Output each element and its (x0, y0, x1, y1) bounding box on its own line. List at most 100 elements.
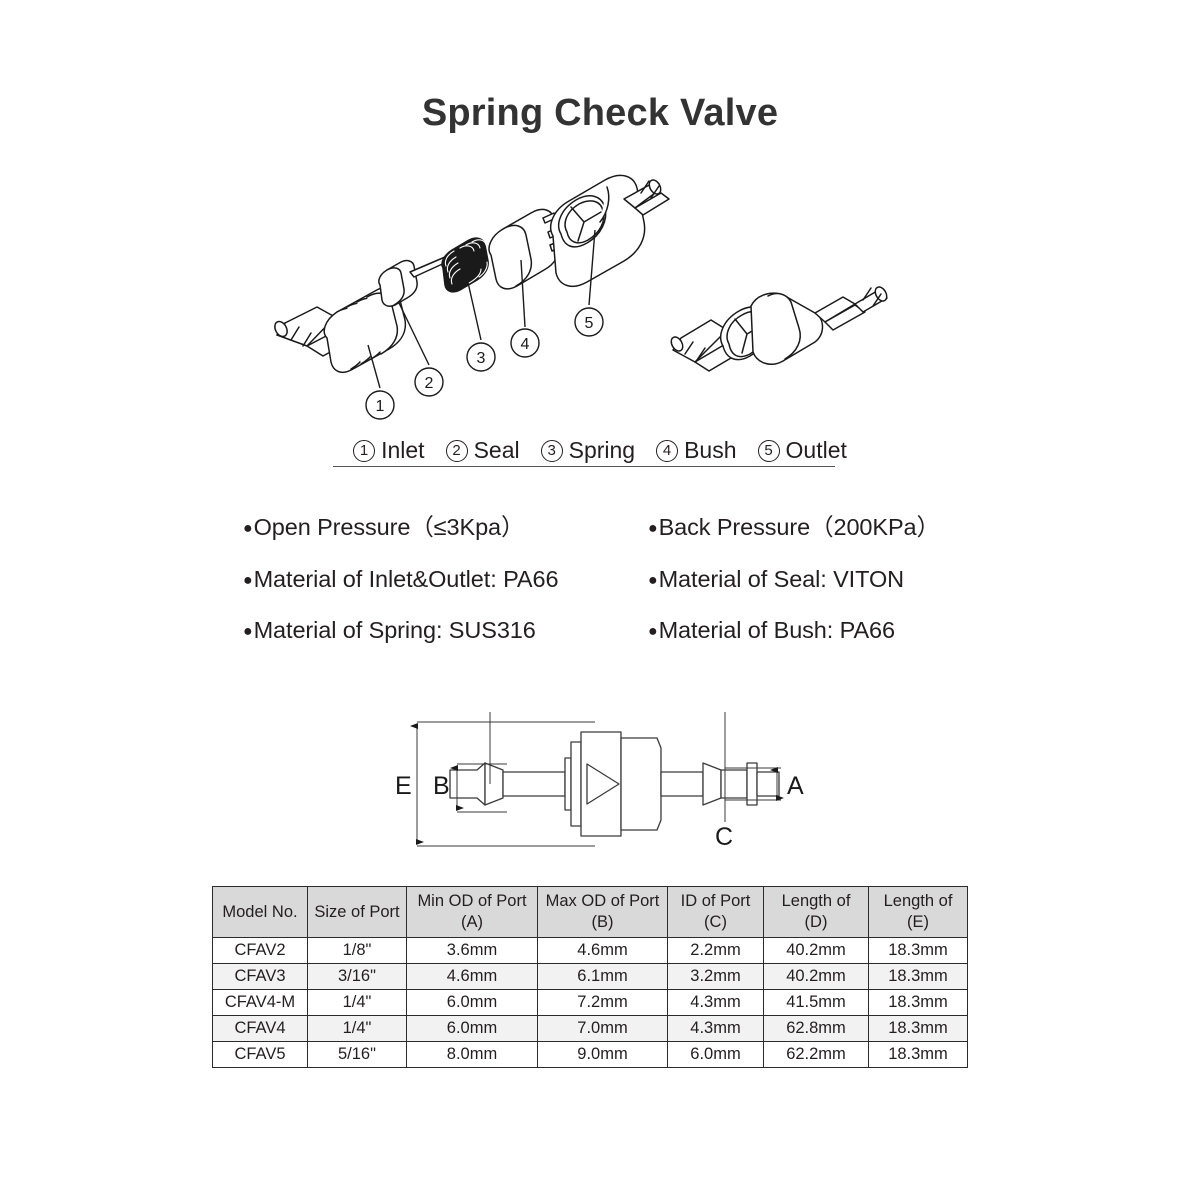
spec-material-inlet-outlet: ●Material of Inlet&Outlet: PA66 (243, 566, 559, 592)
cell-length-e: 18.3mm (868, 989, 968, 1016)
cell-max-od: 7.2mm (537, 989, 668, 1016)
parts-legend: 1 Inlet 2 Seal 3 Spring 4 Bush 5 Outlet (0, 437, 1200, 464)
dimension-label-b: B (433, 772, 450, 800)
spec-back-pressure: ●Back Pressure（200KPa） (648, 514, 940, 540)
spec-material-seal: ●Material of Seal: VITON (648, 566, 904, 592)
column-header-max-od: Max OD of Port (B) (537, 886, 668, 938)
cell-model: CFAV3 (212, 963, 308, 990)
legend-number-2: 2 (445, 439, 468, 462)
cell-size: 3/16" (307, 963, 407, 990)
cell-max-od: 9.0mm (537, 1041, 668, 1068)
cell-id: 4.3mm (667, 1015, 764, 1042)
cell-size: 5/16" (307, 1041, 407, 1068)
legend-number-1: 1 (353, 439, 376, 462)
cell-min-od: 8.0mm (406, 1041, 538, 1068)
spec-material-spring: ●Material of Spring: SUS316 (243, 617, 536, 643)
spec-open-pressure: ●Open Pressure（≤3Kpa） (243, 514, 525, 540)
part-inlet-graphic (274, 286, 407, 373)
dimension-label-e: E (395, 772, 412, 800)
legend-label-inlet: Inlet (381, 437, 425, 463)
column-header-length-d: Length of (D) (763, 886, 869, 938)
part-outlet-graphic (549, 174, 670, 288)
cell-min-od: 4.6mm (406, 963, 538, 990)
cell-length-d: 40.2mm (763, 963, 869, 990)
bullet-icon: ● (648, 572, 658, 589)
dimension-drawing-svg: E B A C (395, 712, 804, 851)
cell-min-od: 6.0mm (406, 1015, 538, 1042)
bullet-icon: ● (243, 572, 253, 589)
cell-max-od: 7.0mm (537, 1015, 668, 1042)
legend-label-outlet: Outlet (785, 437, 847, 463)
callout-number-4: 4 (521, 336, 530, 353)
legend-item-seal: 2 Seal (445, 437, 520, 464)
column-header-size-of-port: Size of Port (307, 886, 407, 938)
callout-number-5: 5 (585, 315, 594, 332)
callout-number-1: 1 (376, 398, 385, 415)
assembled-valve-svg (670, 286, 888, 372)
column-header-length-e: Length of (E) (868, 886, 968, 938)
cell-model: CFAV5 (212, 1041, 308, 1068)
table-row: CFAV3 3/16" 4.6mm 6.1mm 3.2mm 40.2mm 18.… (212, 963, 968, 990)
exploded-view-svg (274, 174, 670, 373)
legend-number-4: 4 (656, 439, 679, 462)
callout-svg: 1 2 3 4 5 (365, 229, 604, 420)
dimension-drawing: E B A C (395, 700, 815, 855)
legend-number-5: 5 (757, 439, 780, 462)
legend-label-spring: Spring (568, 437, 636, 463)
part-spring-graphic (441, 237, 489, 293)
legend-label-bush: Bush (684, 437, 737, 463)
specifications-list: ●Open Pressure（≤3Kpa） ●Back Pressure（200… (243, 508, 963, 644)
bullet-icon: ● (243, 520, 253, 537)
cell-min-od: 6.0mm (406, 989, 538, 1016)
column-header-id-of-port: ID of Port (C) (667, 886, 764, 938)
callout-number-2: 2 (425, 375, 434, 392)
cell-size: 1/4" (307, 1015, 407, 1042)
cell-length-e: 18.3mm (868, 963, 968, 990)
cell-model: CFAV2 (212, 937, 308, 964)
cell-id: 2.2mm (667, 937, 764, 964)
cell-length-d: 62.8mm (763, 1015, 869, 1042)
table-row: CFAV4 1/4" 6.0mm 7.0mm 4.3mm 62.8mm 18.3… (212, 1015, 968, 1042)
cell-max-od: 6.1mm (537, 963, 668, 990)
cell-length-d: 41.5mm (763, 989, 869, 1016)
cell-size: 1/4" (307, 989, 407, 1016)
spec-material-bush: ●Material of Bush: PA66 (648, 617, 895, 643)
part-seal-graphic (378, 255, 451, 307)
cell-max-od: 4.6mm (537, 937, 668, 964)
cell-model: CFAV4-M (212, 989, 308, 1016)
bullet-icon: ● (648, 623, 658, 640)
cell-id: 6.0mm (667, 1041, 764, 1068)
legend-number-3: 3 (540, 439, 563, 462)
table-row: CFAV4-M 1/4" 6.0mm 7.2mm 4.3mm 41.5mm 18… (212, 989, 968, 1016)
cell-size: 1/8" (307, 937, 407, 964)
bullet-icon: ● (648, 520, 658, 537)
cell-min-od: 3.6mm (406, 937, 538, 964)
assembled-valve-illustration (665, 250, 900, 380)
table-row: CFAV5 5/16" 8.0mm 9.0mm 6.0mm 62.2mm 18.… (212, 1041, 968, 1068)
cell-length-d: 40.2mm (763, 937, 869, 964)
dimension-label-c: C (715, 823, 733, 851)
cell-length-d: 62.2mm (763, 1041, 869, 1068)
legend-item-spring: 3 Spring (540, 437, 636, 464)
cell-length-e: 18.3mm (868, 1041, 968, 1068)
specification-table: Model No. Size of Port Min OD of Port (A… (212, 886, 968, 1068)
bullet-icon: ● (243, 623, 253, 640)
page-title: Spring Check Valve (421, 92, 779, 134)
column-header-model-no: Model No. (212, 886, 308, 938)
cell-id: 4.3mm (667, 989, 764, 1016)
legend-item-inlet: 1 Inlet (353, 437, 425, 464)
table-header-row: Model No. Size of Port Min OD of Port (A… (212, 886, 968, 938)
legend-divider (333, 466, 835, 467)
dimension-label-a: A (787, 772, 804, 800)
cell-id: 3.2mm (667, 963, 764, 990)
exploded-view-illustration (255, 160, 675, 430)
column-header-min-od: Min OD of Port (A) (406, 886, 538, 938)
legend-label-seal: Seal (473, 437, 520, 463)
callout-leaders: 1 2 3 4 5 (255, 160, 675, 430)
callout-number-3: 3 (477, 350, 486, 367)
cell-model: CFAV4 (212, 1015, 308, 1042)
legend-item-bush: 4 Bush (656, 437, 737, 464)
cell-length-e: 18.3mm (868, 937, 968, 964)
legend-item-outlet: 5 Outlet (757, 437, 847, 464)
cell-length-e: 18.3mm (868, 1015, 968, 1042)
